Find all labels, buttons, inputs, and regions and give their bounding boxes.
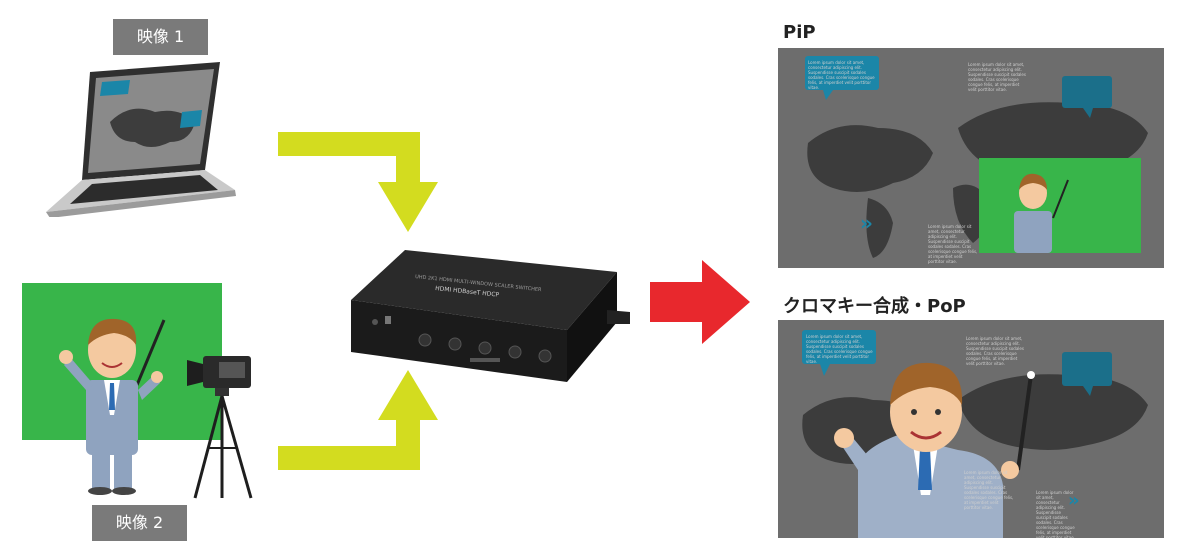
world-map: » bbox=[805, 56, 1148, 258]
arrow-to-outputs bbox=[650, 260, 750, 344]
svg-text:»: » bbox=[1068, 490, 1080, 511]
laptop-icon bbox=[46, 62, 236, 217]
pip-bottom-text: Lorem ipsum dolor sit amet, consectetur … bbox=[928, 224, 978, 264]
presenter-illustration bbox=[59, 318, 166, 495]
video-2-label: 映像 2 bbox=[92, 505, 187, 541]
pop-callout-text: Lorem ipsum dolor sit amet, consectetur … bbox=[806, 334, 873, 364]
signal-flow-arrows bbox=[278, 132, 750, 470]
world-map: » bbox=[802, 330, 1148, 538]
pop-right-text: Lorem ipsum dolor sit amet, consectetur … bbox=[1036, 490, 1075, 538]
pip-callout-text: Lorem ipsum dolor sit amet, consectetur … bbox=[808, 60, 875, 90]
arrow-from-video-1 bbox=[278, 132, 438, 232]
pip-output-screen: » Lorem ipsum dolor sit amet, consectetu… bbox=[778, 48, 1164, 268]
pip-side-text: Lorem ipsum dolor sit amet, consectetur … bbox=[968, 62, 1026, 92]
arrow-from-video-2 bbox=[278, 370, 438, 470]
pop-output-screen: » Lorem ipsum dolor sit amet, consectetu… bbox=[778, 320, 1164, 538]
pop-title: クロマキー合成・PoP bbox=[783, 296, 966, 317]
hdmi-switcher-device: UHD 2K1 HDMI MULTI-WINDOW SCALER SWITCHE… bbox=[351, 250, 630, 382]
video-1-label: 映像 1 bbox=[113, 19, 208, 55]
pop-bottom-text: Lorem ipsum dolor sit amet, consectetur … bbox=[964, 470, 1014, 510]
video-camera-icon bbox=[187, 356, 253, 499]
svg-text:»: » bbox=[860, 211, 873, 235]
pip-title: PiP bbox=[783, 22, 816, 43]
pop-side-text: Lorem ipsum dolor sit amet, consectetur … bbox=[966, 336, 1024, 366]
